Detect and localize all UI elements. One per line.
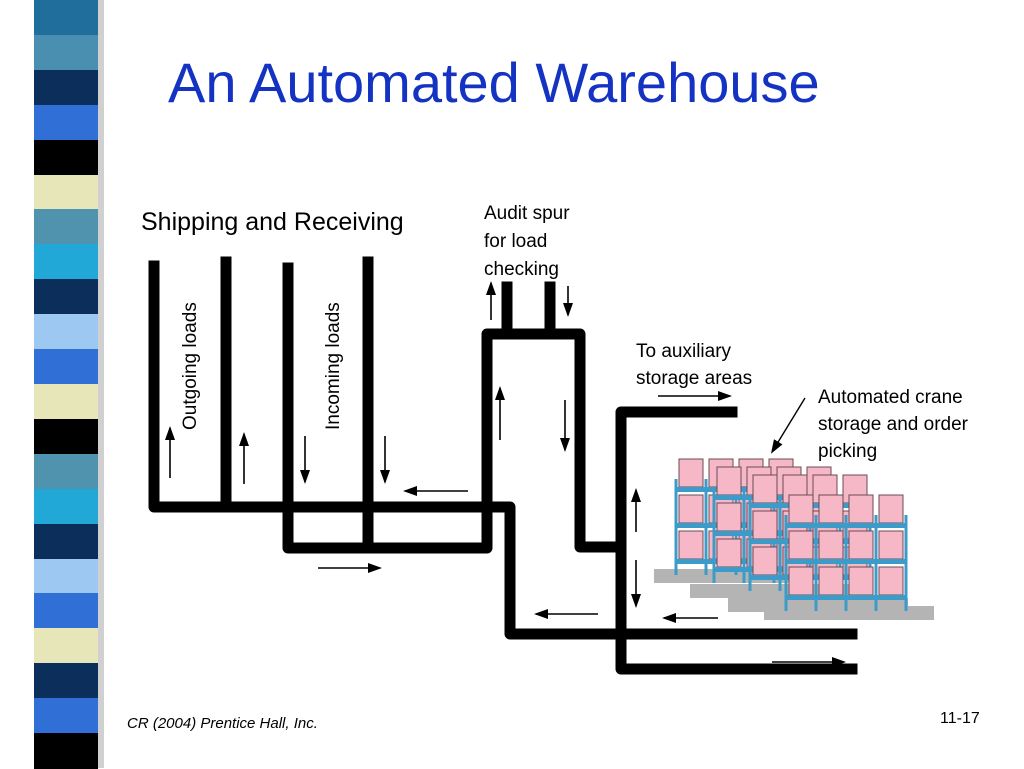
storage-box <box>878 566 904 596</box>
rack-post <box>742 487 746 583</box>
storage-box <box>878 530 904 560</box>
audit-spur-label: Audit spur for load checking <box>484 200 570 284</box>
audit-spur-line-1: Audit spur <box>484 203 570 224</box>
slide-number: 11-17 <box>940 710 980 727</box>
flow-arrows <box>165 281 846 667</box>
storage-box <box>678 530 704 560</box>
storage-box <box>878 494 904 524</box>
stripe-block <box>34 488 98 525</box>
stripe-block <box>34 453 98 490</box>
crane-line-3: picking <box>818 441 878 462</box>
stripe-block <box>34 523 98 560</box>
rack-post <box>704 479 708 575</box>
rack-post <box>748 495 752 591</box>
track-network <box>148 256 858 675</box>
rack-post <box>784 515 788 611</box>
crane-line-1: Automated crane <box>818 387 963 408</box>
slide-title: An Automated Warehouse <box>168 51 820 114</box>
storage-box <box>752 510 778 540</box>
shipping-receiving-label: Shipping and Receiving <box>141 208 404 236</box>
stripe-block <box>34 698 98 735</box>
storage-box <box>818 530 844 560</box>
audit-spur-line-2: for load <box>484 231 548 252</box>
storage-box <box>788 530 814 560</box>
stripe-block <box>34 733 98 769</box>
copyright-footer: CR (2004) Prentice Hall, Inc. <box>127 715 318 732</box>
stripe-block <box>34 174 98 211</box>
stripe-block <box>34 69 98 106</box>
rack-post <box>814 515 818 611</box>
rack-floor <box>764 606 934 620</box>
track-auxiliary-branch <box>615 406 738 553</box>
stripe-block <box>34 593 98 630</box>
rack-post <box>874 515 878 611</box>
storage-box <box>752 546 778 576</box>
rack-post <box>844 515 848 611</box>
stripe-block <box>34 244 98 281</box>
callout-line-crane <box>770 397 806 454</box>
stripe-block <box>34 104 98 141</box>
storage-box <box>818 494 844 524</box>
rack-post <box>712 487 716 583</box>
storage-box <box>716 538 742 568</box>
storage-box <box>678 458 704 488</box>
outgoing-loads-label: Outgoing loads <box>180 302 201 430</box>
incoming-loads-label: Incoming loads <box>323 302 344 430</box>
stripe-block <box>34 628 98 665</box>
stripe-block <box>34 349 98 385</box>
storage-box <box>788 566 814 596</box>
stripe-block <box>34 558 98 595</box>
storage-box <box>752 474 778 504</box>
storage-box <box>818 566 844 596</box>
rack-post <box>778 495 782 591</box>
storage-box <box>848 566 874 596</box>
storage-box <box>716 502 742 532</box>
rack-post <box>674 479 678 575</box>
auxiliary-line-2: storage areas <box>636 368 753 389</box>
stripe-block <box>34 139 98 176</box>
storage-box <box>678 494 704 524</box>
stripe-shadow <box>98 0 104 768</box>
stripe-block <box>34 663 98 700</box>
stripe-block <box>34 0 98 36</box>
rack-post <box>904 515 908 611</box>
storage-box <box>788 494 814 524</box>
auxiliary-line-1: To auxiliary <box>636 341 732 362</box>
stripe-block <box>34 209 98 246</box>
stripe-block <box>34 384 98 420</box>
track-incoming-loop <box>282 262 858 675</box>
storage-box <box>848 530 874 560</box>
stripe-block <box>34 279 98 316</box>
decorative-stripe-bar <box>34 0 98 769</box>
stripe-block <box>34 418 98 455</box>
storage-box <box>848 494 874 524</box>
audit-spur-line-3: checking <box>484 259 559 280</box>
crane-line-2: storage and order <box>818 414 968 435</box>
auxiliary-storage-label: To auxiliary storage areas <box>636 338 752 392</box>
crane-storage-label: Automated crane storage and order pickin… <box>818 384 968 465</box>
storage-racks <box>654 458 934 620</box>
stripe-block <box>34 314 98 351</box>
stripe-block <box>34 34 98 71</box>
storage-box <box>716 466 742 496</box>
